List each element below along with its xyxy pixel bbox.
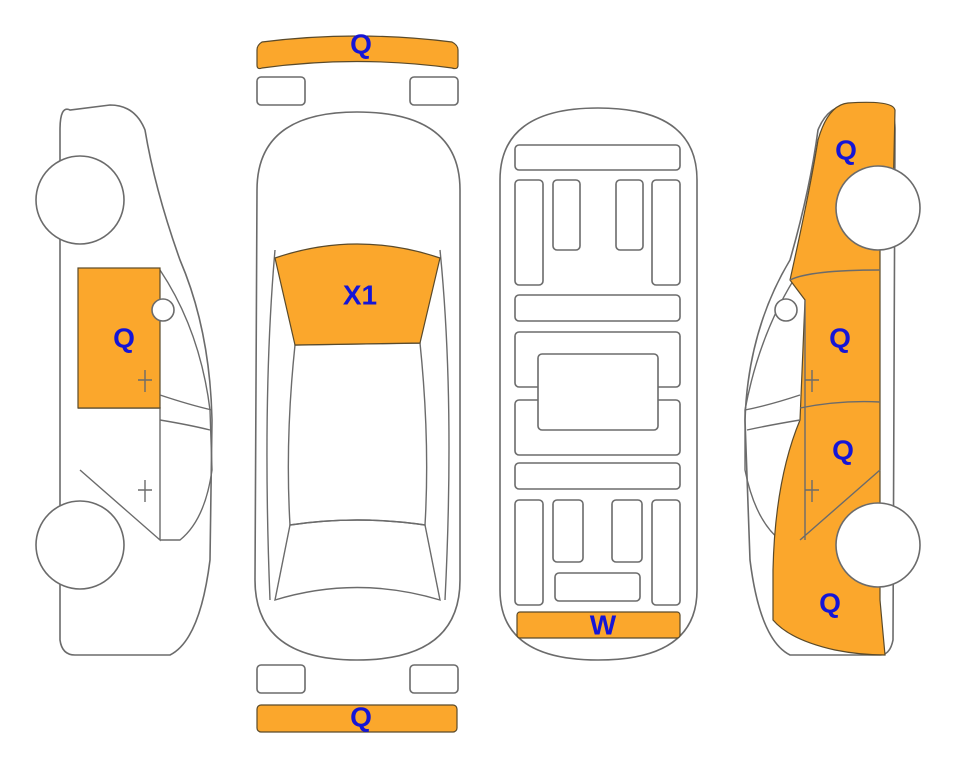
underside-part xyxy=(514,462,681,490)
top-side-lines xyxy=(266,249,450,601)
underside-part xyxy=(552,179,581,251)
windshield-label: X1 xyxy=(343,279,377,310)
right-side-view: Q Q Q Q xyxy=(744,101,921,656)
underside-part xyxy=(514,144,681,171)
right-front-fender-label: Q xyxy=(835,134,857,165)
right-rear-handle xyxy=(805,480,819,502)
front-bumper-damage xyxy=(256,35,459,70)
left-front-door-label: Q xyxy=(113,322,135,353)
underside-part xyxy=(514,179,544,286)
underside-part xyxy=(514,499,544,606)
right-panel-lines xyxy=(789,269,881,541)
underside-center-part xyxy=(537,353,659,431)
rear-bumper-damage xyxy=(256,704,458,733)
underside-part xyxy=(514,294,681,322)
front-bumper-label: Q xyxy=(350,28,372,59)
underside-part xyxy=(554,572,641,602)
underside-part xyxy=(651,499,681,606)
windshield-damage xyxy=(274,243,441,346)
underside-rear-label: W xyxy=(590,609,617,640)
right-front-handle xyxy=(805,370,819,392)
rear-left-light xyxy=(256,664,306,694)
left-sill-line xyxy=(159,394,213,431)
front-right-light xyxy=(409,76,459,106)
rear-right-light xyxy=(409,664,459,694)
right-front-wheel xyxy=(835,165,921,251)
right-sill-line xyxy=(744,394,801,431)
left-rear-handle xyxy=(138,480,152,502)
left-mirror xyxy=(151,298,175,322)
rear-bumper-label: Q xyxy=(350,701,372,732)
right-rear-door-label: Q xyxy=(832,434,854,465)
right-mirror xyxy=(774,298,798,322)
top-view: Q X1 Q xyxy=(254,28,461,733)
underside-part xyxy=(651,179,681,286)
left-front-wheel xyxy=(35,155,125,245)
top-body-outline xyxy=(254,111,461,661)
underside-part xyxy=(615,179,644,251)
underside-rear-damage xyxy=(516,611,681,639)
right-front-door-label: Q xyxy=(829,322,851,353)
left-side-view: Q xyxy=(35,104,213,656)
underside-part xyxy=(611,499,643,563)
left-front-handle xyxy=(138,370,152,392)
underside-part xyxy=(552,499,584,563)
top-rear-window xyxy=(274,519,441,602)
right-rear-quarter-label: Q xyxy=(819,587,841,618)
right-rear-wheel xyxy=(835,502,921,588)
left-rear-wheel xyxy=(35,500,125,590)
underside-view: W xyxy=(499,107,698,661)
left-front-door-damage xyxy=(77,267,161,409)
front-left-light xyxy=(256,76,306,106)
